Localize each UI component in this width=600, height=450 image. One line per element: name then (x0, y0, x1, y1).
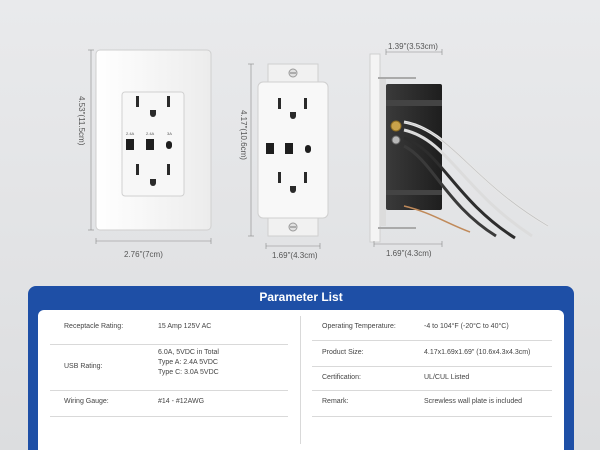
outlet-width-label: 1.69"(4.3cm) (272, 251, 318, 260)
outlet-front (257, 63, 329, 237)
operating-temperature-label: Operating Temperature: (322, 323, 396, 330)
wiring-gauge-label: Wiring Gauge: (64, 398, 109, 405)
usb-rating-line-3: Type C: 3.0A 5VDC (158, 369, 219, 376)
usb-label-2: 2.4A (146, 131, 155, 136)
outlet-height-label: 4.17"(10.6cm) (239, 110, 248, 160)
plate-bottom-outlet (136, 164, 170, 186)
side-dimension-lines (373, 49, 443, 247)
operating-temperature-value: -4 to 104°F (-20°C to 40°C) (424, 323, 509, 330)
certification-value: UL/CUL Listed (424, 374, 470, 381)
row-divider (312, 390, 552, 391)
parameter-panel: Parameter List Receptacle Rating: 15 Amp… (28, 286, 574, 450)
outlet-dimension-lines (248, 63, 321, 249)
plate-height-label: 4.53"(11.5cm) (77, 96, 86, 146)
panel-title: Parameter List (259, 290, 343, 304)
row-divider (312, 416, 552, 417)
plate-usb-ports (126, 139, 172, 150)
side-width-label: 1.69"(4.3cm) (386, 249, 432, 258)
parameter-table: Receptacle Rating: 15 Amp 125V AC USB Ra… (38, 310, 564, 450)
product-size-label: Product Size: (322, 349, 364, 356)
remark-value: Screwless wall plate is included (424, 398, 523, 405)
wall-plate (95, 49, 212, 231)
wiring-gauge-value: #14 - #12AWG (158, 398, 205, 405)
receptacle-rating-value: 15 Amp 125V AC (158, 323, 212, 330)
receptacle-rating-label: Receptacle Rating: (64, 323, 124, 330)
plate-dimension-lines (88, 49, 212, 244)
usb-rating-label: USB Rating: (64, 363, 103, 370)
usb-rating-line-2: Type A: 2.4A 5VDC (158, 359, 218, 366)
plate-top-outlet (136, 96, 170, 117)
row-divider (50, 416, 288, 417)
row-divider (50, 390, 288, 391)
usb-label-1: 2.4A (126, 131, 135, 136)
outlet-side-view (369, 53, 549, 243)
usb-rating-line-1: 6.0A, 5VDC in Total (158, 349, 219, 356)
side-depth-label: 1.39"(3.53cm) (388, 42, 438, 51)
usb-label-3: 3A (167, 131, 172, 136)
row-divider (50, 344, 288, 345)
plate-width-label: 2.76"(7cm) (124, 250, 163, 259)
certification-label: Certification: (322, 374, 361, 381)
row-divider (312, 366, 552, 367)
remark-label: Remark: (322, 398, 349, 405)
row-divider (312, 340, 552, 341)
product-size-value: 4.17x1.69x1.69" (10.6x4.3x4.3cm) (424, 349, 531, 356)
column-divider (300, 316, 301, 444)
product-illustration (88, 49, 549, 249)
